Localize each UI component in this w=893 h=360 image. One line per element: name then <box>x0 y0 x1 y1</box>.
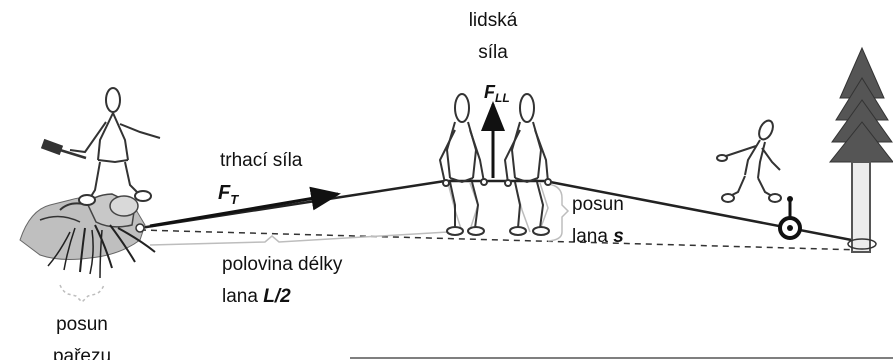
half-length-label-line1: polovina délky <box>222 254 343 275</box>
stick-figure-axe-worker <box>69 87 161 206</box>
stump-shift-brace <box>59 284 105 304</box>
rope-anchor-tree <box>847 238 877 250</box>
rope-shift-bracket <box>547 183 570 242</box>
pulley-icon <box>778 196 802 240</box>
ghost-figures <box>447 182 549 233</box>
pulling-force-symbol: FT <box>218 182 239 207</box>
rope-anchor-stump <box>135 223 145 233</box>
tree-icon <box>828 46 893 253</box>
axe-icon <box>40 138 87 160</box>
rope-baseline <box>139 229 863 251</box>
stick-figure-sitting-right <box>503 93 552 236</box>
stump-shift-label-line1: posun <box>56 314 108 335</box>
stump-shift-label-line2: pařezu <box>53 346 111 360</box>
tree-stump <box>19 193 156 279</box>
stick-figure-sitting-left <box>438 93 488 236</box>
stick-figure-walking <box>716 119 782 203</box>
half-length-brace <box>149 231 449 246</box>
human-force-label-line1: lidská <box>469 10 518 31</box>
human-force-symbol: FLL <box>484 82 510 105</box>
rope-shift-label-line1: posun <box>572 194 624 215</box>
human-force-label-line2: síla <box>478 42 508 63</box>
pulling-force-arrow <box>149 186 341 228</box>
rope-shift-label-line2: lana s <box>572 226 624 247</box>
rope <box>139 179 863 244</box>
half-length-label-line2: lana L/2 <box>222 286 291 307</box>
pulling-force-label: trhací síla <box>220 150 303 171</box>
